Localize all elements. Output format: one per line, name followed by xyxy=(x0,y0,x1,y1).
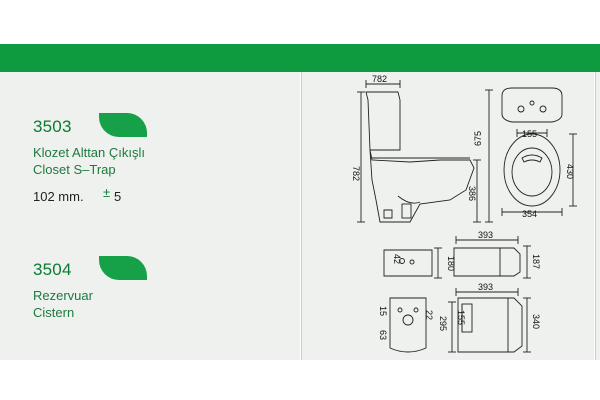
dim-seat-height: 386 xyxy=(467,186,477,201)
dim-cistern-top-width: 393 xyxy=(478,230,493,240)
dim-cistern-hole-height: 295 xyxy=(438,316,448,331)
header-green-bar xyxy=(0,44,600,72)
dim-cistern-inlet-height: 155 xyxy=(456,310,466,325)
product-name-tr-3503: Klozet Alttan Çıkışlı xyxy=(33,145,145,160)
dim-cistern-top-height: 187 xyxy=(531,254,541,269)
dim-bowl-width: 354 xyxy=(522,209,537,219)
tolerance-value: 5 xyxy=(114,189,122,204)
product-code-3504: 3504 xyxy=(33,260,72,279)
dim-bowl-length: 430 xyxy=(565,164,575,179)
closet-side-view xyxy=(365,91,475,223)
product-name-en-3503: Closet S–Trap xyxy=(33,162,116,177)
dim-base-b: 22 xyxy=(424,310,434,320)
leaf-badge-3504 xyxy=(99,256,147,280)
dim-cistern-height: 340 xyxy=(531,314,541,329)
dim-closet-top-width: 782 xyxy=(372,74,387,84)
dim-bolt-spacing: 155 xyxy=(522,129,537,139)
leaf-badge-3503 xyxy=(99,113,147,137)
dim-closet-height: 782 xyxy=(351,166,361,181)
dim-depth: 675 xyxy=(473,131,483,146)
dim-cistern-top-hole: 42 xyxy=(392,254,402,264)
dim-cistern-width: 393 xyxy=(478,282,493,292)
tolerance-sign: ± xyxy=(103,185,111,200)
cistern-front-top xyxy=(453,247,521,277)
closet-top-view xyxy=(501,87,563,207)
dim-base-c: 63 xyxy=(378,330,388,340)
dim-cistern-top-depth: 180 xyxy=(446,256,456,271)
cistern-front-view xyxy=(457,297,523,353)
panel-divider-right xyxy=(594,72,596,360)
product-name-tr-3504: Rezervuar xyxy=(33,288,93,303)
panel-divider-left xyxy=(300,72,302,360)
cistern-top-view xyxy=(383,249,433,277)
offset-value: 102 mm. xyxy=(33,189,84,204)
product-name-en-3504: Cistern xyxy=(33,305,75,320)
product-code-3503: 3503 xyxy=(33,117,72,136)
dim-base-a: 15 xyxy=(378,306,388,316)
cistern-base-view xyxy=(389,297,427,353)
